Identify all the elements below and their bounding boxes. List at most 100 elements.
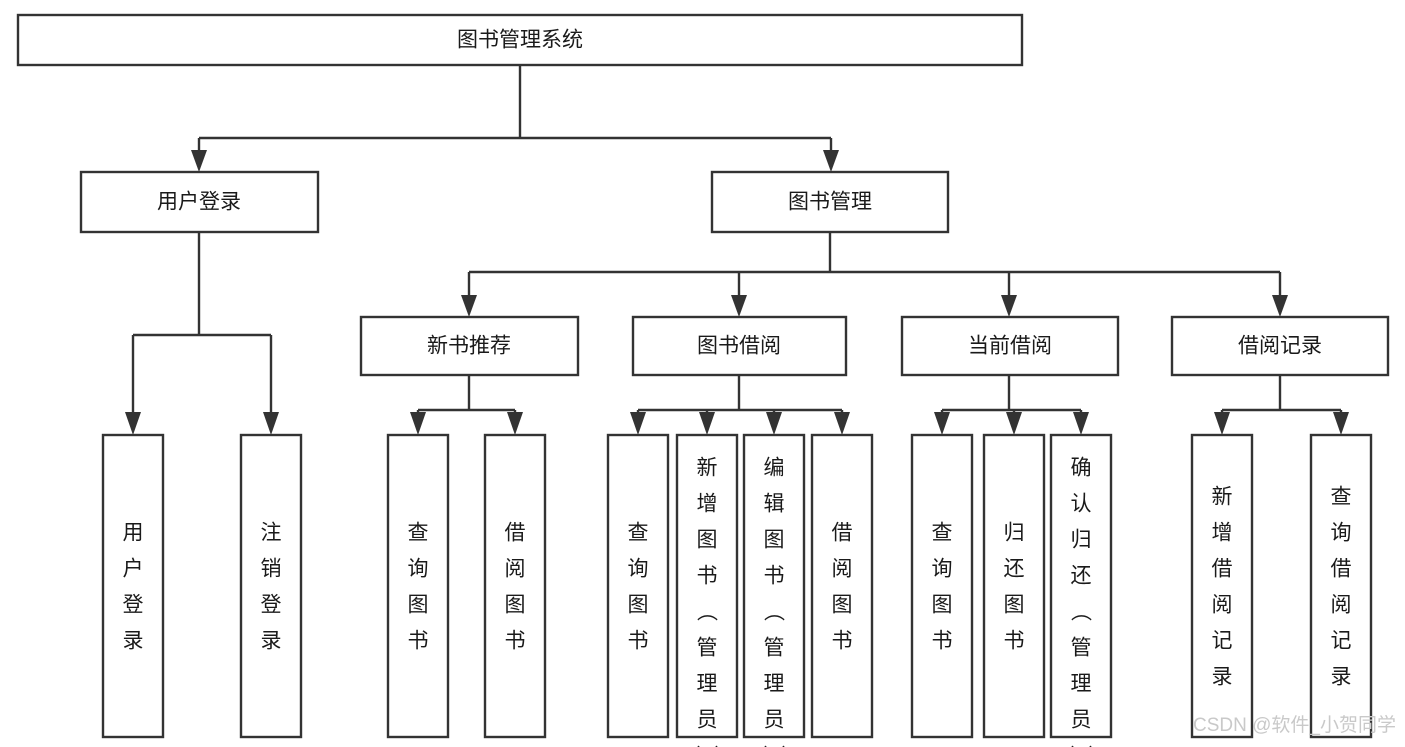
- node-root-box[interactable]: [16, 13, 1024, 67]
- node-user-login-box[interactable]: [79, 170, 320, 234]
- label-char: 新: [697, 456, 718, 479]
- arrowhead-leaf-edit-book: [766, 412, 782, 435]
- label-char: 图: [408, 593, 429, 616]
- node-book-borrow-box[interactable]: [631, 315, 848, 377]
- label-char: （: [762, 601, 785, 622]
- label-char: 阅: [1212, 593, 1233, 616]
- label-char: 书: [932, 629, 953, 652]
- label-char: 查: [1331, 485, 1352, 508]
- arrowhead-leaf-add-book: [699, 412, 715, 435]
- arrowhead-borrow-record: [1272, 295, 1288, 317]
- node-book-manage[interactable]: 图书管理: [710, 170, 950, 234]
- node-current-borrow-label: 当前借阅: [968, 335, 1052, 358]
- node-leaf-query-book-3-box[interactable]: [910, 433, 974, 739]
- arrowhead-leaf-query-book-2: [630, 412, 646, 435]
- label-char: 查: [628, 521, 649, 544]
- connector-layer: [125, 65, 1349, 435]
- node-leaf-return-book-box[interactable]: [982, 433, 1046, 739]
- node-borrow-record[interactable]: 借阅记录: [1170, 315, 1390, 377]
- node-leaf-borrow-book-1-box[interactable]: [483, 433, 547, 739]
- node-new-book-rec-box[interactable]: [359, 315, 580, 377]
- label-char: 户: [123, 557, 144, 580]
- label-char: 查: [408, 521, 429, 544]
- arrowhead-leaf-add-record: [1214, 412, 1230, 435]
- arrowhead-leaf-confirm-return: [1073, 412, 1089, 435]
- arrowhead-book-borrow: [731, 295, 747, 317]
- node-leaf-add-book-box[interactable]: [675, 433, 739, 739]
- label-char: 书: [1004, 629, 1025, 652]
- arrowhead-user-login: [191, 150, 207, 172]
- node-book-manage-label: 图书管理: [788, 191, 872, 214]
- node-user-login-label: 用户登录: [157, 191, 241, 214]
- label-char: 员: [764, 708, 785, 731]
- node-leaf-user-login-box[interactable]: [101, 433, 165, 739]
- label-char: 图: [932, 593, 953, 616]
- arrowhead-leaf-user-login: [125, 412, 141, 435]
- label-char: 登: [261, 593, 282, 616]
- node-leaf-borrow-book-2-box[interactable]: [810, 433, 874, 739]
- node-leaf-query-record-box[interactable]: [1309, 433, 1373, 739]
- label-char: 录: [261, 629, 282, 652]
- label-char: 书: [832, 629, 853, 652]
- node-root[interactable]: 图书管理系统: [16, 13, 1024, 67]
- label-char: 用: [123, 521, 144, 544]
- node-book-manage-box[interactable]: [710, 170, 950, 234]
- label-char: 录: [1331, 665, 1352, 688]
- label-char: 认: [1071, 492, 1092, 515]
- node-leaf-logout-box[interactable]: [239, 433, 303, 739]
- node-leaf-edit-book-box[interactable]: [742, 433, 806, 739]
- node-new-book-rec-label: 新书推荐: [427, 335, 511, 358]
- label-char: 借: [1331, 557, 1352, 580]
- label-char: 归: [1071, 528, 1092, 551]
- node-borrow-record-label: 借阅记录: [1238, 335, 1322, 358]
- label-char: 录: [1212, 665, 1233, 688]
- label-char: 录: [123, 629, 144, 652]
- label-char: 理: [764, 672, 785, 695]
- label-char: 询: [408, 557, 429, 580]
- node-current-borrow[interactable]: 当前借阅: [900, 315, 1120, 377]
- label-char: 理: [1071, 672, 1092, 695]
- arrowhead-leaf-return-book: [1006, 412, 1022, 435]
- node-new-book-rec[interactable]: 新书推荐: [359, 315, 580, 377]
- label-char: 辑: [764, 492, 785, 515]
- label-char: 图: [764, 528, 785, 551]
- arrowhead-new-book-rec: [461, 295, 477, 317]
- node-leaf-query-book-2-box[interactable]: [606, 433, 670, 739]
- label-char: 书: [408, 629, 429, 652]
- arrowhead-leaf-logout: [263, 412, 279, 435]
- node-user-login[interactable]: 用户登录: [79, 170, 320, 234]
- node-leaf-user-login-label: 用户登录: [123, 521, 144, 652]
- label-char: 借: [505, 521, 526, 544]
- node-leaf-add-record-box[interactable]: [1190, 433, 1254, 739]
- label-char: 注: [261, 521, 282, 544]
- node-current-borrow-box[interactable]: [900, 315, 1120, 377]
- node-borrow-record-box[interactable]: [1170, 315, 1390, 377]
- label-char: 书: [505, 629, 526, 652]
- label-char: ）: [1069, 745, 1092, 747]
- label-char: 归: [1004, 521, 1025, 544]
- label-char: 管: [764, 636, 785, 659]
- label-char: 管: [1071, 636, 1092, 659]
- node-book-borrow[interactable]: 图书借阅: [631, 315, 848, 377]
- label-char: 增: [1212, 521, 1233, 544]
- node-root-label: 图书管理系统: [457, 29, 583, 52]
- label-char: ）: [762, 745, 785, 747]
- label-char: 确: [1071, 456, 1092, 479]
- label-char: 编: [764, 456, 785, 479]
- label-char: ）: [695, 745, 718, 747]
- label-char: 图: [1004, 593, 1025, 616]
- label-char: 记: [1212, 629, 1233, 652]
- label-char: （: [1069, 601, 1092, 622]
- label-char: 登: [123, 593, 144, 616]
- node-leaf-query-book-1-box[interactable]: [386, 433, 450, 739]
- label-char: 员: [1071, 708, 1092, 731]
- node-leaf-confirm-return-box[interactable]: [1049, 433, 1113, 739]
- label-char: 理: [697, 672, 718, 695]
- arrowhead-leaf-query-book-1: [410, 412, 426, 435]
